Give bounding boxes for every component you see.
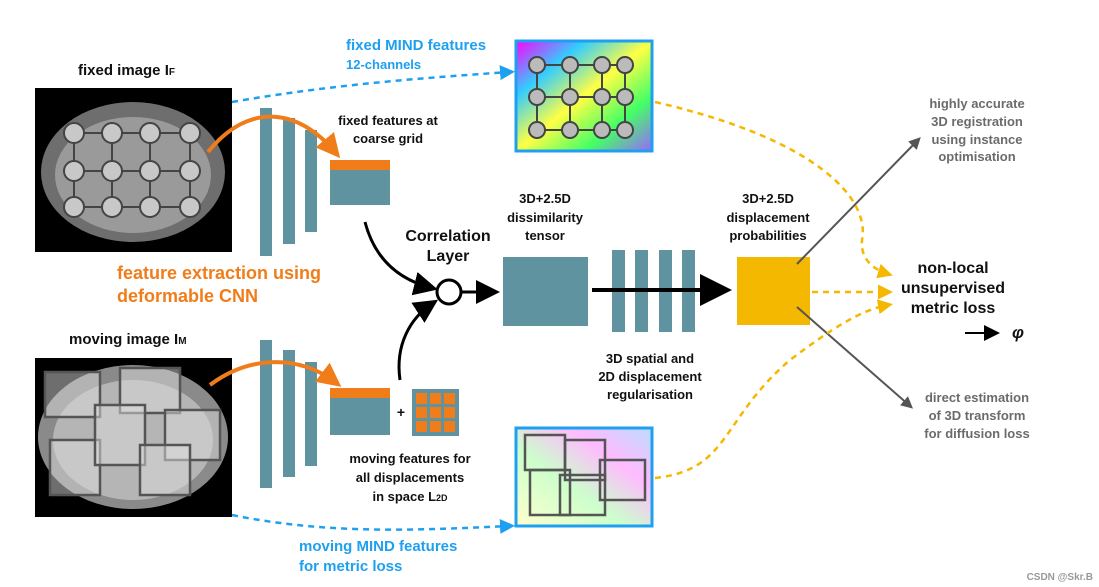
correlation-label-1: Correlation xyxy=(405,228,490,245)
displacement-probabilities-block xyxy=(737,257,810,325)
output-bottom-label-2: of 3D transform xyxy=(929,408,1026,423)
tensor-label-3: tensor xyxy=(525,228,565,243)
fixed-to-correlation-arrow xyxy=(363,221,438,296)
moving-mind-arrow xyxy=(231,513,515,534)
fixed-image-label: fixed image IF xyxy=(78,62,175,79)
loss-label-2: unsupervised xyxy=(901,280,1005,297)
watermark: CSDN @Skr.B xyxy=(1027,572,1093,583)
output-bottom-label-1: direct estimation xyxy=(925,390,1029,405)
direct-estimation-arrow xyxy=(796,306,914,409)
moving-to-correlation-arrow xyxy=(397,299,439,381)
regularisation-label-2: 2D displacement xyxy=(598,369,702,384)
moving-extraction-arrow xyxy=(208,360,342,387)
probabilities-label-3: probabilities xyxy=(729,228,806,243)
moving-cnn-layers xyxy=(260,340,317,488)
tensor-label-2: dissimilarity xyxy=(507,210,584,225)
probabilities-label-2: displacement xyxy=(726,210,810,225)
displacement-grid xyxy=(412,389,459,436)
moving-features-label-1: moving features for xyxy=(349,451,470,466)
output-top-label-4: optimisation xyxy=(938,149,1015,164)
regularisation-label-1: 3D spatial and xyxy=(606,351,694,366)
output-bottom-label-3: for diffusion loss xyxy=(924,426,1029,441)
fixed-mind-arrow xyxy=(231,65,515,104)
fixed-extraction-arrow xyxy=(206,114,341,159)
dissimilarity-tensor-block xyxy=(503,257,588,326)
instance-optimisation-arrow xyxy=(796,137,921,265)
moving-mind-image xyxy=(514,426,654,528)
fixed-ct-image xyxy=(35,88,232,252)
correlation-node xyxy=(435,278,463,306)
loss-label-3: metric loss xyxy=(911,300,996,317)
output-top-label-2: 3D registration xyxy=(931,114,1023,129)
output-top-label-3: using instance xyxy=(931,132,1022,147)
moving-features-label-3: in space L2D xyxy=(372,489,448,504)
probabilities-label-1: 3D+2.5D xyxy=(742,191,794,206)
fixed-features-block xyxy=(330,160,390,205)
cnn-label-1: feature extraction using xyxy=(117,263,321,283)
moving-image-label: moving image IM xyxy=(69,331,187,348)
loss-label-1: non-local xyxy=(917,260,988,277)
fixed-mind-to-loss-arrow xyxy=(654,100,893,279)
plus-sign: + xyxy=(397,404,405,420)
moving-features-label-2: all displacements xyxy=(356,470,464,485)
output-top-label-1: highly accurate xyxy=(929,96,1024,111)
fixed-cnn-layers xyxy=(260,108,317,256)
fixed-features-label-2: coarse grid xyxy=(353,131,423,146)
tensor-label-1: 3D+2.5D xyxy=(519,191,571,206)
moving-mind-to-loss-arrow xyxy=(654,299,893,480)
fixed-mind-label: fixed MIND features xyxy=(346,37,486,54)
phi-symbol: φ xyxy=(1012,323,1024,342)
moving-features-block xyxy=(330,388,390,435)
moving-ct-image xyxy=(35,358,232,517)
correlation-label-2: Layer xyxy=(427,248,470,265)
moving-mind-label-2: for metric loss xyxy=(299,558,402,575)
moving-mind-label-1: moving MIND features xyxy=(299,538,457,555)
regularisation-label-3: regularisation xyxy=(607,387,693,402)
fixed-features-label-1: fixed features at xyxy=(338,113,438,128)
fixed-mind-sublabel: 12-channels xyxy=(346,57,421,72)
fixed-mind-image xyxy=(514,39,654,153)
cnn-label-2: deformable CNN xyxy=(117,286,258,306)
